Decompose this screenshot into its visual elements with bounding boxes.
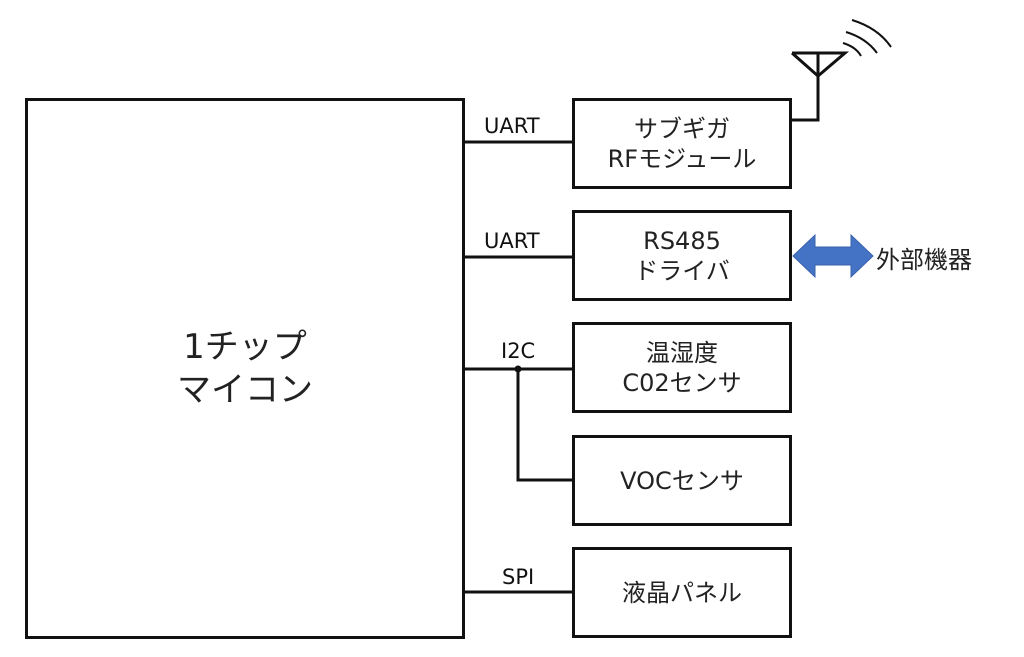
rf-label-line1: サブギガ bbox=[634, 114, 730, 143]
uart1-label: UART bbox=[484, 114, 540, 138]
i2c-branch-wire bbox=[516, 369, 572, 482]
rf-label-line2: RFモジュール bbox=[607, 144, 757, 173]
lcd-panel-block: 液晶パネル bbox=[572, 547, 792, 638]
mcu-label-line1: 1チップ bbox=[183, 327, 307, 367]
external-device-label: 外部機器 bbox=[876, 246, 972, 274]
rs485-label-line2: ドライバ bbox=[634, 256, 730, 285]
voc-sensor-block: VOCセンサ bbox=[572, 435, 792, 526]
mcu-label-line2: マイコン bbox=[177, 369, 313, 410]
voc-label: VOCセンサ bbox=[620, 466, 744, 495]
rs485-label-line1: RS485 bbox=[643, 226, 721, 255]
mcu-block: 1チップ マイコン bbox=[25, 98, 465, 639]
radio-waves-icon bbox=[842, 19, 892, 57]
bidirectional-arrow-icon bbox=[792, 233, 874, 279]
rs485-driver-block: RS485 ドライバ bbox=[572, 210, 792, 301]
i2c-label: I2C bbox=[501, 339, 536, 363]
antenna-icon bbox=[791, 51, 850, 78]
spi-label: SPI bbox=[502, 565, 535, 589]
env-label-line2: C02センサ bbox=[622, 368, 742, 397]
lcd-label: 液晶パネル bbox=[622, 578, 742, 607]
junction-dot bbox=[514, 365, 522, 373]
rf-module-block: サブギガ RFモジュール bbox=[572, 98, 792, 189]
uart2-label: UART bbox=[484, 229, 540, 253]
env-label-line1: 温湿度 bbox=[646, 338, 718, 367]
env-sensor-block: 温湿度 C02センサ bbox=[572, 322, 792, 413]
